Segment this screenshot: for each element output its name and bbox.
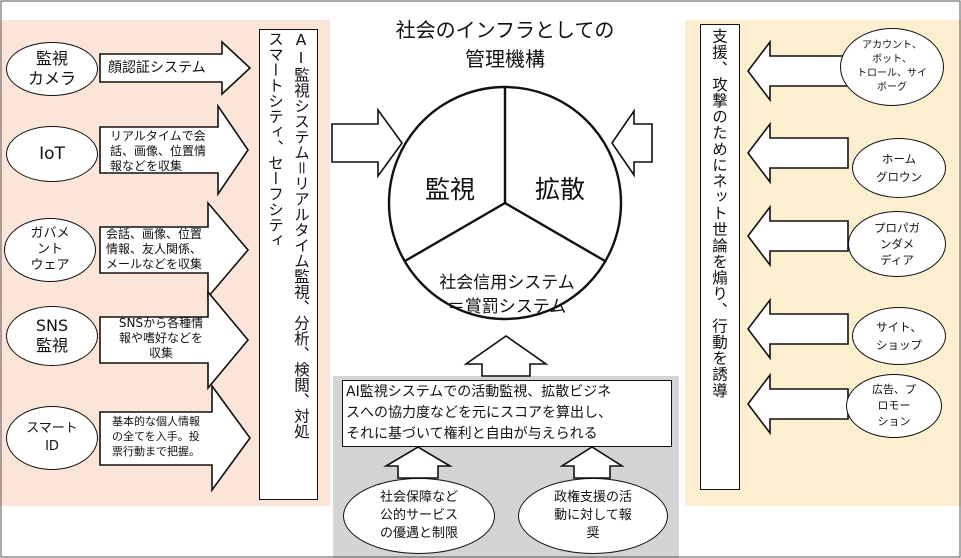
arrow-iot (99, 103, 249, 197)
arrow-sites (746, 297, 849, 361)
actor-sites-shops: サイト、 ショップ (852, 307, 946, 365)
public-services-ellipse: 社会保障など 公的サービス の優遇と制限 (343, 478, 495, 554)
ai-surveillance-box (259, 29, 318, 500)
source-camera: 監視 カメラ (6, 42, 98, 96)
arrow-sns (99, 289, 250, 391)
arrow-accounts (746, 39, 849, 103)
segment-social-credit: 社会信用システム ＝賞罰システム (439, 273, 575, 317)
arrow-govware (99, 200, 250, 300)
influence-box (700, 24, 740, 490)
source-smartid: スマート ID (6, 406, 98, 470)
arrow-up-rewards (559, 446, 625, 479)
arrow-up-to-circle (463, 335, 549, 377)
actor-propaganda-media: プロパガ ンダメ ディア (848, 211, 946, 277)
arrow-camera (99, 40, 252, 96)
ai-surveillance-label: AI監視システム＝リアルタイム監視、分析、検閲、対処 スマートシティ、セーフシテ… (266, 31, 310, 439)
arrow-homegrown (746, 121, 849, 185)
arrow-into-circle-right (611, 108, 653, 178)
arrow-into-circle-left (331, 107, 403, 179)
segment-diffusion: 拡散 (534, 175, 585, 204)
page-title: 社会のインフラとしての 管理機構 (395, 18, 615, 71)
segment-surveillance: 監視 (424, 175, 475, 204)
scoring-text: AI監視システムでの活動監視、拡散ビジネ スへの協力度などを元にスコアを算出し、… (346, 384, 612, 442)
actor-accounts-bots: アカウント、 ボット、 トロール、サイ ボーグ (840, 28, 944, 106)
arrow-ads (746, 372, 849, 436)
arrow-smartid (99, 383, 251, 493)
political-support-ellipse: 政権支援の活 動に対して報 奨 (518, 478, 668, 554)
desc-smartid: 基本的な個人情報 の全てを入手。投 票行動まで把握。 (112, 415, 200, 458)
arrow-propaganda (746, 204, 849, 268)
desc-camera: 顔認証システム (108, 60, 206, 76)
actor-ads-promotion: 広告、プ ロモー ション (846, 374, 942, 438)
scoring-box (342, 380, 672, 447)
source-govware: ガバメ ント ウェア (4, 218, 96, 282)
actor-homegrown: ホーム グロウン (852, 138, 946, 198)
source-sns: SNS 監視 (6, 306, 98, 366)
desc-govware: 会話、画像、位置 情報、友人関係、 メールなどを収集 (106, 227, 203, 271)
desc-sns: SNSから各種情 報や嗜好などを 収集 (118, 316, 204, 360)
source-iot: IoT (6, 126, 98, 182)
arrow-up-services (383, 446, 453, 479)
influence-label: 支援、攻撃のためにネット世論を煽り、行動を誘導 (710, 28, 728, 399)
desc-iot: リアルタイムで会 話、画像、位置情 報などを収集 (110, 129, 207, 173)
